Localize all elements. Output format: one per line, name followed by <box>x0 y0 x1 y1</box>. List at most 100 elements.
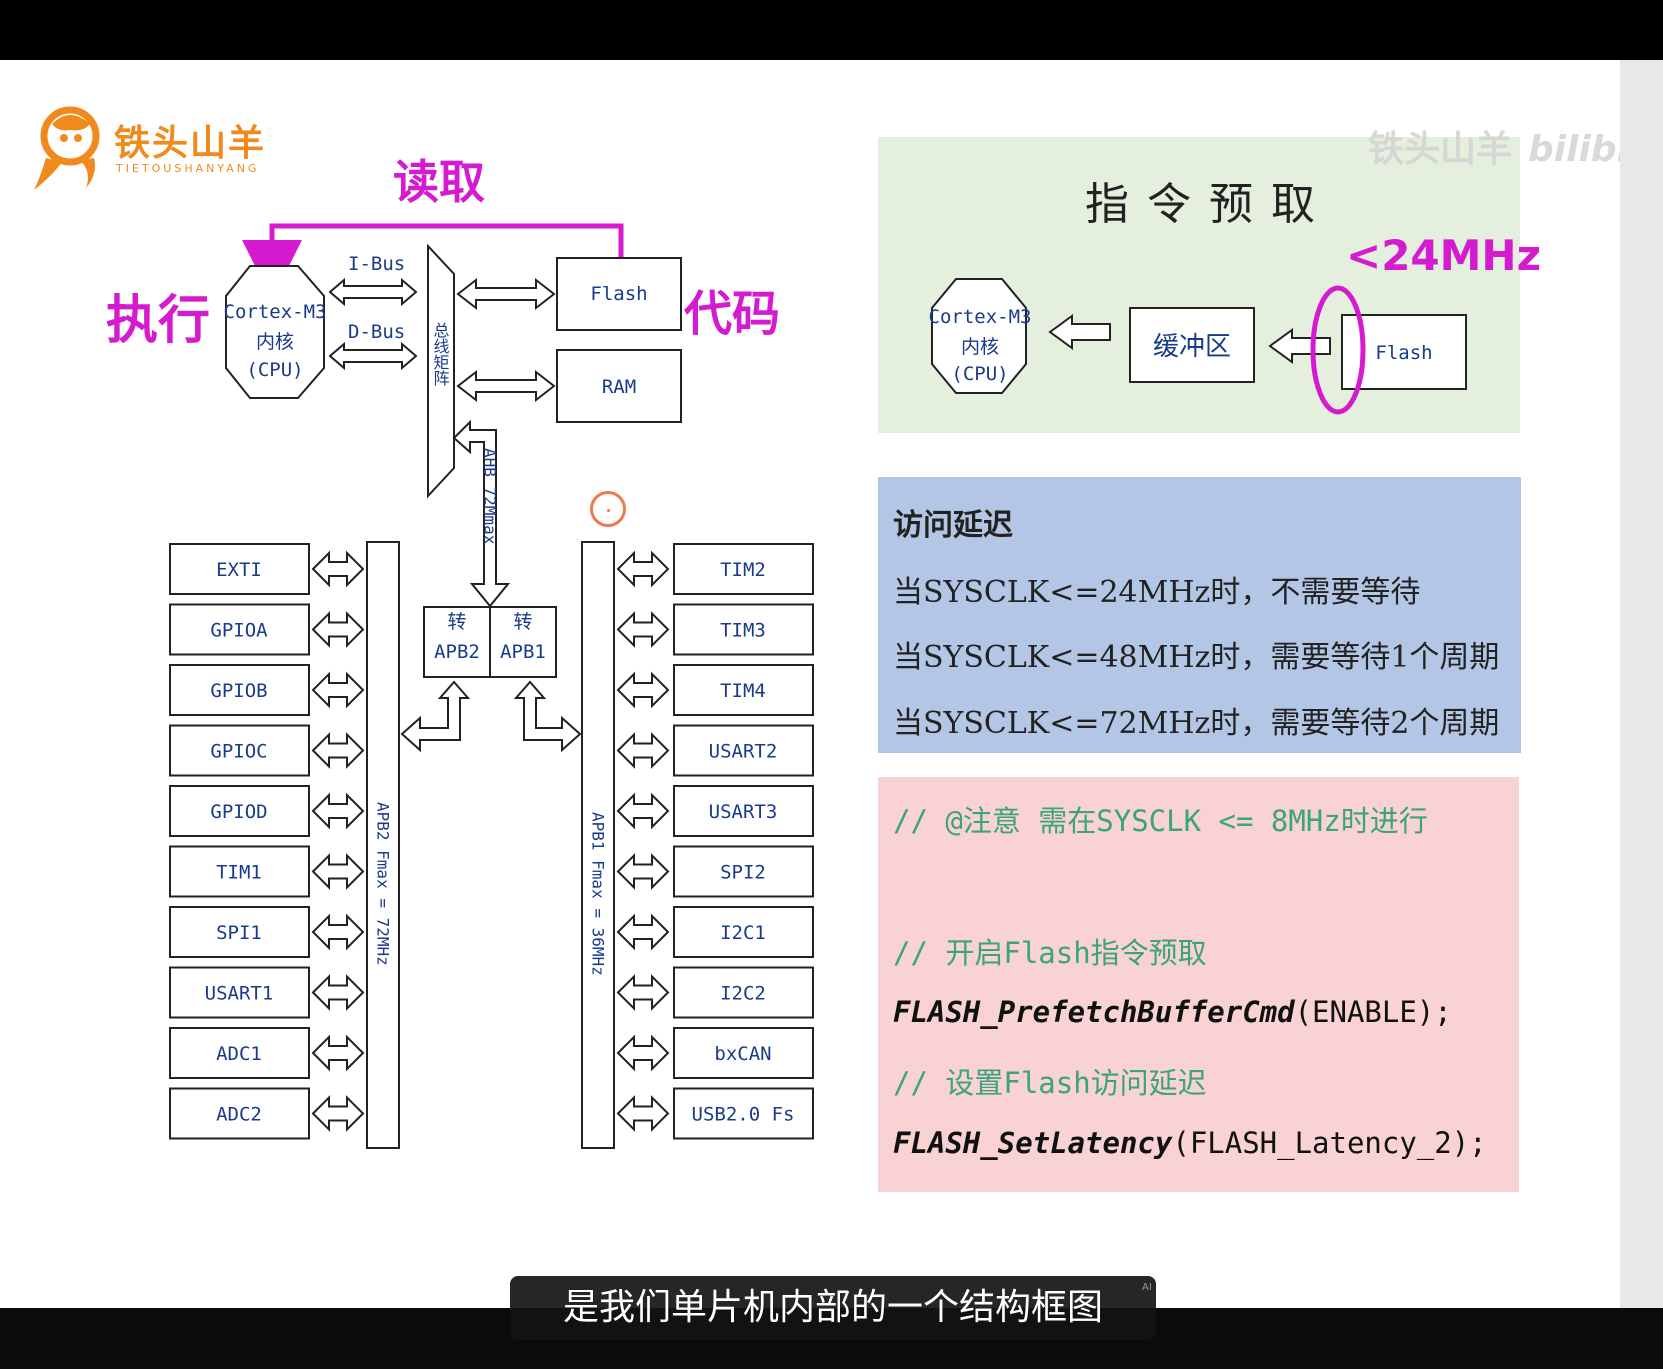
apb2-peripheral-box <box>169 785 310 837</box>
matrix-flash-arrow <box>456 277 556 311</box>
apb2-peripheral-box <box>169 845 310 898</box>
read-path-line <box>242 223 624 300</box>
code-comment-note: // @注意 需在SYSCLK <= 8MHz时进行 <box>893 804 1428 838</box>
apb2-peripheral-box <box>169 906 310 958</box>
apb1-peripheral-box <box>673 785 814 837</box>
apb1-bus-link-arrow <box>616 792 670 830</box>
apb1-peripheral-box <box>673 1027 814 1079</box>
apb1-bus-link-arrow <box>616 1095 670 1132</box>
apb2-bus-link-arrow <box>311 913 365 951</box>
apb1-bus-link-arrow <box>616 974 670 1011</box>
apb2-bus-link-arrow <box>311 853 365 890</box>
cpu-label-line2: 内核 <box>256 331 294 353</box>
dbus-arrow <box>328 341 418 371</box>
apb1-peripheral-label: TIM3 <box>720 620 766 642</box>
apb1-bus-link-arrow <box>616 732 670 769</box>
ibus-arrow <box>328 277 418 307</box>
apb2-peripheral-label: USART1 <box>205 983 274 1005</box>
code-fn-prefetch: FLASH_PrefetchBufferCmd <box>893 995 1295 1029</box>
logo-text: 铁头山羊 <box>114 123 267 164</box>
latency-line-3: 当SYSCLK<=72MHz时，需要等待2个周期 <box>893 706 1500 741</box>
apb1-bus-link-arrow <box>616 913 670 951</box>
apb2-bridge-bottom: APB2 <box>434 641 480 663</box>
apb2-peripheral-box <box>169 664 310 716</box>
apb1-peripheral-label: TIM4 <box>720 680 766 702</box>
apb1-peripheral-label: I2C2 <box>720 983 766 1005</box>
apb1-peripheral-label: SPI2 <box>720 862 766 884</box>
goat-logo-icon <box>34 106 100 190</box>
code-comment-prefetch: // 开启Flash指令预取 <box>893 936 1207 970</box>
latency-title: 访问延迟 <box>893 508 1013 543</box>
apb2-peripheral-label: GPIOA <box>210 620 268 642</box>
apb2-bus-link-arrow <box>311 550 365 588</box>
logo-subtext: TIETOUSHANYANG <box>116 162 260 175</box>
code-fn-latency: FLASH_SetLatency <box>893 1126 1173 1160</box>
apb1-peripheral-box <box>673 664 814 716</box>
apb2-peripheral-label: TIM1 <box>216 862 262 884</box>
code-line-latency: FLASH_SetLatency(FLASH_Latency_2); <box>893 1126 1487 1160</box>
apb2-bus-link-arrow <box>311 792 365 830</box>
apb1-bus <box>581 541 615 1149</box>
prefetch-flash-label: Flash <box>1375 342 1432 364</box>
video-frame[interactable]: 铁头山羊 TIETOUSHANYANG 读取 执行 代码 Cortex-M3 内… <box>0 60 1663 1308</box>
apb1-peripheral-label: I2C1 <box>720 922 766 944</box>
cpu-octagon <box>225 265 325 399</box>
subtitle-caption: 是我们单片机内部的一个结构框图 <box>510 1276 1156 1340</box>
ai-subtitle-tag: AI <box>1142 1282 1152 1293</box>
flash-box <box>556 257 682 331</box>
code-args-latency: (FLASH_Latency_2); <box>1172 1126 1487 1160</box>
apb2-peripheral-label: GPIOB <box>210 680 267 702</box>
latency-line-2: 当SYSCLK<=48MHz时，需要等待1个周期 <box>893 640 1500 675</box>
apb1-bridge-top: 转 <box>513 611 532 633</box>
bus-matrix-label: 总线矩阵 <box>431 322 450 386</box>
apb1-peripheral-box <box>673 543 814 595</box>
read-label: 读取 <box>393 155 485 209</box>
prefetch-cpu-line2: 内核 <box>961 336 999 358</box>
apb1-bus-link-arrow <box>616 611 670 648</box>
apb2-bridge-top: 转 <box>447 611 466 633</box>
flash-highlight-circle <box>1310 285 1366 415</box>
brand-logo: 铁头山羊 TIETOUSHANYANG <box>32 102 272 194</box>
apb1-peripheral-box <box>673 603 814 656</box>
bus-diagram: 读取 执行 代码 Cortex-M3 内核 (CPU) I-Bus D-Bus … <box>106 155 814 1149</box>
apb1-peripheral-label: bxCAN <box>714 1043 771 1065</box>
mouse-cursor-ring <box>590 491 626 527</box>
apb2-peripheral-box <box>169 543 310 595</box>
bus-matrix <box>427 243 455 499</box>
freq-annotation: <24MHz <box>1346 231 1541 280</box>
apb2-bus <box>366 541 400 1149</box>
prefetch-cpu-octagon <box>931 278 1027 394</box>
ahb-label: AHB 72Mmax <box>481 448 500 545</box>
apb1-bus-link-arrow <box>616 853 670 890</box>
prefetch-cpu-line1: Cortex-M3 <box>929 306 1032 328</box>
apb2-peripheral-box <box>169 1027 310 1079</box>
apb1-peripheral-label: USART3 <box>709 801 778 823</box>
slide: 铁头山羊 TIETOUSHANYANG 读取 执行 代码 Cortex-M3 内… <box>0 60 1654 1308</box>
code-panel <box>878 777 1519 1192</box>
apb2-peripheral-label: EXTI <box>216 559 262 581</box>
buffer-box <box>1129 307 1255 383</box>
prefetch-diagram: Cortex-M3 内核 (CPU) 缓冲区 Flash <24MHz <box>929 231 1541 415</box>
apb1-peripheral-box <box>673 906 814 958</box>
matrix-ram-arrow <box>456 369 556 403</box>
apb2-bus-link-arrow <box>311 671 365 709</box>
apb1-bus-link-arrow <box>616 671 670 709</box>
apb2-peripheral-box <box>169 966 310 1019</box>
mouse-cursor-dot <box>607 509 610 512</box>
apb2-bus-link-arrow <box>311 611 365 648</box>
apb2-peripheral-label: SPI1 <box>216 922 262 944</box>
watermark-channel: 铁头山羊 <box>1368 129 1513 170</box>
apb1-peripheral-label: TIM2 <box>720 559 766 581</box>
apb2-peripheral-list: EXTIGPIOAGPIOBGPIOCGPIODTIM1SPI1USART1AD… <box>169 543 365 1140</box>
apb2-peripheral-label: ADC2 <box>216 1104 262 1126</box>
flash-to-buffer-arrow <box>1268 328 1331 364</box>
apb2-peripheral-box <box>169 1087 310 1140</box>
prefetch-cpu-line3: (CPU) <box>951 363 1008 385</box>
right-gutter <box>1620 60 1663 1308</box>
code-args-prefetch: (ENABLE); <box>1294 995 1452 1029</box>
cpu-label-line1: Cortex-M3 <box>224 301 327 323</box>
apb2-peripheral-label: ADC1 <box>216 1043 262 1065</box>
apb2-peripheral-box <box>169 603 310 656</box>
apb2-bridge-arrow <box>400 680 471 753</box>
